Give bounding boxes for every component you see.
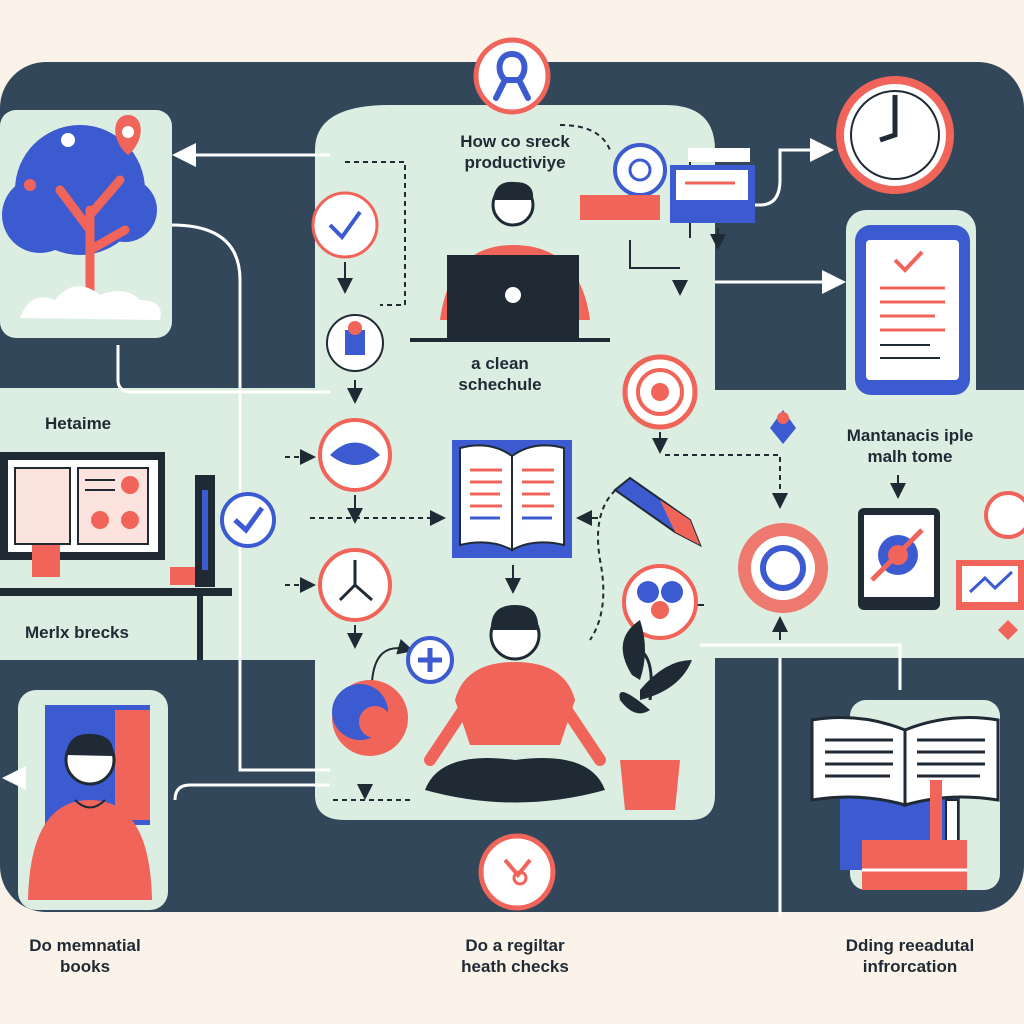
award-icon bbox=[326, 314, 384, 372]
ribbon-icon bbox=[473, 37, 551, 115]
meditating-person-icon bbox=[424, 605, 606, 803]
target-icon bbox=[622, 354, 698, 430]
connectors-white bbox=[2, 138, 902, 915]
diamond-icon bbox=[770, 410, 796, 444]
bottom-left-label: Do memnatial books bbox=[29, 936, 141, 976]
breaks-label: Merlx brecks bbox=[25, 623, 129, 642]
clock-icon bbox=[836, 76, 954, 194]
analytics-icon bbox=[956, 491, 1024, 640]
checkmark-icon bbox=[220, 492, 276, 548]
right-panel-label: Mantanacis iple malh tome bbox=[846, 426, 974, 466]
tablet-icon bbox=[855, 225, 970, 395]
stopwatch-icon bbox=[318, 548, 392, 622]
open-book-icon bbox=[810, 716, 1000, 890]
tablet-gear-icon bbox=[858, 508, 940, 610]
plant-icon bbox=[619, 620, 692, 810]
settings-gear-icon bbox=[738, 523, 828, 613]
monitor-icon bbox=[0, 452, 232, 660]
chat-icon bbox=[580, 143, 667, 220]
reading-person-icon bbox=[28, 705, 152, 900]
book-icon bbox=[452, 440, 572, 558]
schedule-label: a clean schechule bbox=[458, 354, 542, 394]
plus-icon bbox=[406, 636, 454, 684]
checkmark-badge-icon bbox=[311, 191, 379, 259]
lips-icon bbox=[318, 418, 392, 492]
tree-icon bbox=[2, 115, 161, 320]
center-title-label: How co sreck productiviye bbox=[460, 132, 570, 172]
team-icon bbox=[622, 564, 698, 640]
pen-icon bbox=[613, 476, 702, 548]
laptop-person-icon bbox=[410, 181, 610, 342]
bottom-right-label: Dding reeadutal infrorcation bbox=[845, 936, 975, 976]
document-icon bbox=[670, 148, 755, 223]
bottom-center-label: Do a regiltar heath checks bbox=[461, 936, 569, 976]
left-panel-label: Hetaime bbox=[45, 414, 112, 433]
health-check-icon bbox=[478, 833, 556, 911]
gear-icon bbox=[332, 680, 408, 756]
